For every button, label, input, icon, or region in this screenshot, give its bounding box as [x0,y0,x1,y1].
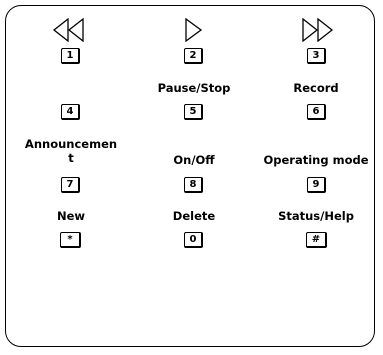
key-8[interactable]: 8 [184,177,203,193]
key-3[interactable]: 3 [307,48,326,64]
rewind-icon [52,18,86,42]
key-7-label: Announcemen t [16,137,126,165]
keypad-panel: 1 2 3 Pause/Stop Record 4 5 6 Announceme… [5,5,375,347]
key-hash[interactable]: # [306,232,327,248]
key-2[interactable]: 2 [184,48,203,64]
key-7-label-line1: Announcemen [24,137,118,151]
key-9[interactable]: 9 [307,177,326,193]
key-5[interactable]: 5 [184,104,203,120]
key-8-label: On/Off [173,153,215,167]
key-0[interactable]: 0 [184,232,203,248]
key-7-label-line2: t [68,151,74,165]
key-7[interactable]: 7 [61,177,80,193]
key-0-label: Delete [172,209,216,223]
key-hash-label: Status/Help [278,209,354,223]
key-9-label: Operating mode [263,153,369,167]
key-4[interactable]: 4 [61,104,80,120]
fast-forward-icon [301,18,335,42]
key-1[interactable]: 1 [61,48,80,64]
key-6-label: Record [293,81,339,95]
play-icon [184,18,204,42]
key-star[interactable]: * [60,232,81,248]
key-star-label: New [56,209,86,223]
key-5-label: Pause/Stop [157,81,231,95]
key-6[interactable]: 6 [307,104,326,120]
